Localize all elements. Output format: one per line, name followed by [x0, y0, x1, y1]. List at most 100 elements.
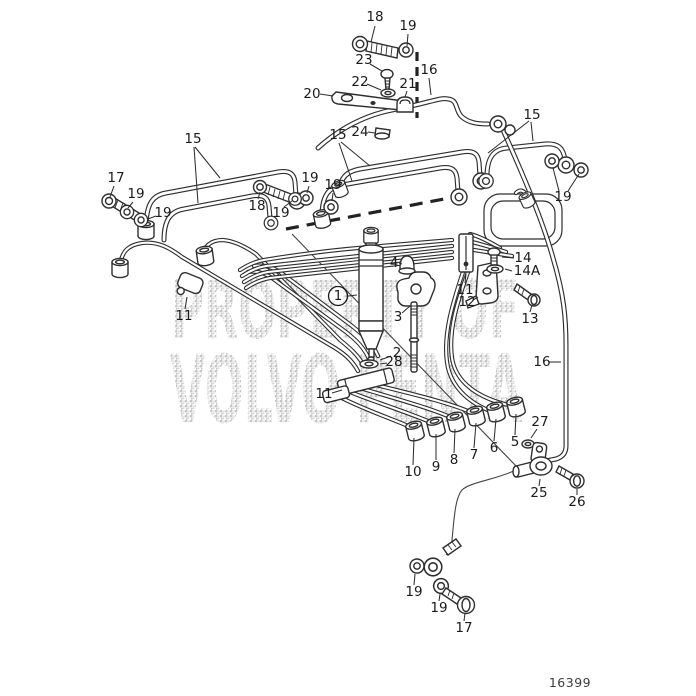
mid-banjo-bolt-group: [252, 179, 302, 206]
part-label-15-9: 15: [329, 127, 371, 182]
part-number-text: 27: [531, 414, 548, 430]
part-number-text: 14A: [514, 263, 541, 279]
part-number-text: 3: [394, 309, 403, 325]
fuel-pipe-bundles: [117, 231, 515, 429]
part-number-text: 8: [450, 452, 459, 468]
part-number-text: 7: [470, 447, 479, 463]
banjo-union-shank: [442, 538, 462, 556]
part-number-text: 20: [303, 86, 320, 102]
leader-line: [340, 141, 371, 167]
leader-line: [366, 83, 382, 91]
leader-line: [184, 296, 188, 310]
leader-line: [367, 131, 376, 134]
part-label-15-10: 15: [184, 131, 221, 204]
figure-number: 16399: [549, 675, 591, 690]
label-circle: [327, 285, 349, 307]
leader-line: [319, 93, 334, 97]
leader-line: [369, 63, 383, 72]
part-label-25-39: 25: [530, 478, 548, 501]
part-number-text: 19: [272, 205, 289, 221]
leader-line: [428, 77, 432, 96]
leader-line: [530, 121, 534, 142]
leader-line: [370, 25, 376, 43]
leader-line: [338, 142, 353, 182]
leader-line: [193, 146, 199, 204]
part-label-13-26: 13: [521, 304, 539, 327]
part-number-text: 1: [334, 288, 343, 304]
screw-23-head: [380, 68, 394, 80]
leader-line: [331, 389, 343, 394]
part-label-19-15: 19: [552, 167, 580, 205]
part-label-14A-21: 14A: [504, 263, 541, 279]
part-number-text: 18: [366, 9, 383, 25]
leader-line: [413, 573, 416, 586]
part-label-16-3: 16: [420, 62, 438, 96]
part-label-14-19: 14: [501, 250, 532, 266]
part-label-2-28: 2: [379, 345, 402, 361]
leader-line: [331, 192, 334, 202]
leader-line: [529, 304, 533, 313]
bottom-pipe-clamp-11: [321, 367, 395, 404]
part-number-text: 5: [511, 434, 520, 450]
part-number-text: 19: [430, 600, 447, 616]
leader-line: [463, 612, 466, 622]
part-label-18-0: 18: [366, 9, 384, 43]
part-number-text: 19: [301, 170, 318, 186]
top-mounting-group: [331, 35, 414, 140]
part-number-text: 25: [530, 485, 547, 501]
leader-line: [379, 362, 388, 365]
part-number-text: 10: [404, 464, 421, 480]
part-number-text: 23: [355, 52, 372, 68]
part-number-text: 11: [456, 282, 473, 298]
injection-pipes-upper: [143, 96, 568, 243]
part-label-27-32: 27: [530, 414, 549, 439]
leader-line: [472, 296, 479, 301]
leader-line: [453, 428, 456, 454]
part-label-1-23: 1: [327, 285, 358, 307]
leader-line: [109, 185, 115, 198]
stud-3: [410, 301, 418, 373]
part-label-19-42: 19: [430, 593, 448, 616]
part-number-text: 9: [432, 459, 441, 475]
part-label-23-2: 23: [355, 52, 383, 72]
part-label-11-27: 11: [175, 296, 193, 324]
part-number-text: 15: [184, 131, 201, 147]
part-label-20-6: 20: [303, 86, 334, 102]
part-label-10-38: 10: [404, 437, 422, 480]
part-label-12-24: 12: [458, 294, 479, 310]
part-label-17-43: 17: [455, 612, 473, 636]
part-number-text: 11: [315, 386, 332, 402]
leader-line: [552, 167, 560, 192]
part-number-text: 15: [523, 107, 540, 123]
part-number-text: 13: [521, 311, 538, 327]
part-number-text: 21: [399, 76, 416, 92]
part-number-text: 14: [514, 250, 531, 266]
part-number-text: 22: [351, 74, 368, 90]
leader-line: [404, 90, 408, 98]
part-number-text: 2: [393, 345, 402, 361]
right-clamp-group: [458, 233, 541, 309]
part-label-11-31: 11: [315, 386, 343, 402]
cap-nut-4: [399, 255, 415, 272]
part-number-text: 6: [490, 440, 499, 456]
part-number-text: 18: [248, 198, 265, 214]
part-number-text: 16: [420, 62, 437, 78]
part-label-7-35: 7: [470, 422, 479, 463]
leader-line: [406, 33, 409, 47]
leader-line: [538, 478, 541, 487]
washer-19-top: [398, 42, 414, 58]
leader-line: [487, 120, 530, 154]
part-label-19-13: 19: [324, 177, 342, 202]
leader-line: [306, 185, 310, 194]
part-label-19-14: 19: [127, 186, 145, 209]
part-number-text: 19: [554, 189, 571, 205]
leader-line: [438, 593, 441, 602]
leader-line: [283, 200, 293, 208]
part-label-19-18: 19: [272, 200, 293, 221]
leader-line: [464, 273, 467, 284]
clamp-21: [396, 96, 414, 113]
bottom-banjo-group: [409, 538, 476, 615]
leader-line: [194, 146, 221, 179]
